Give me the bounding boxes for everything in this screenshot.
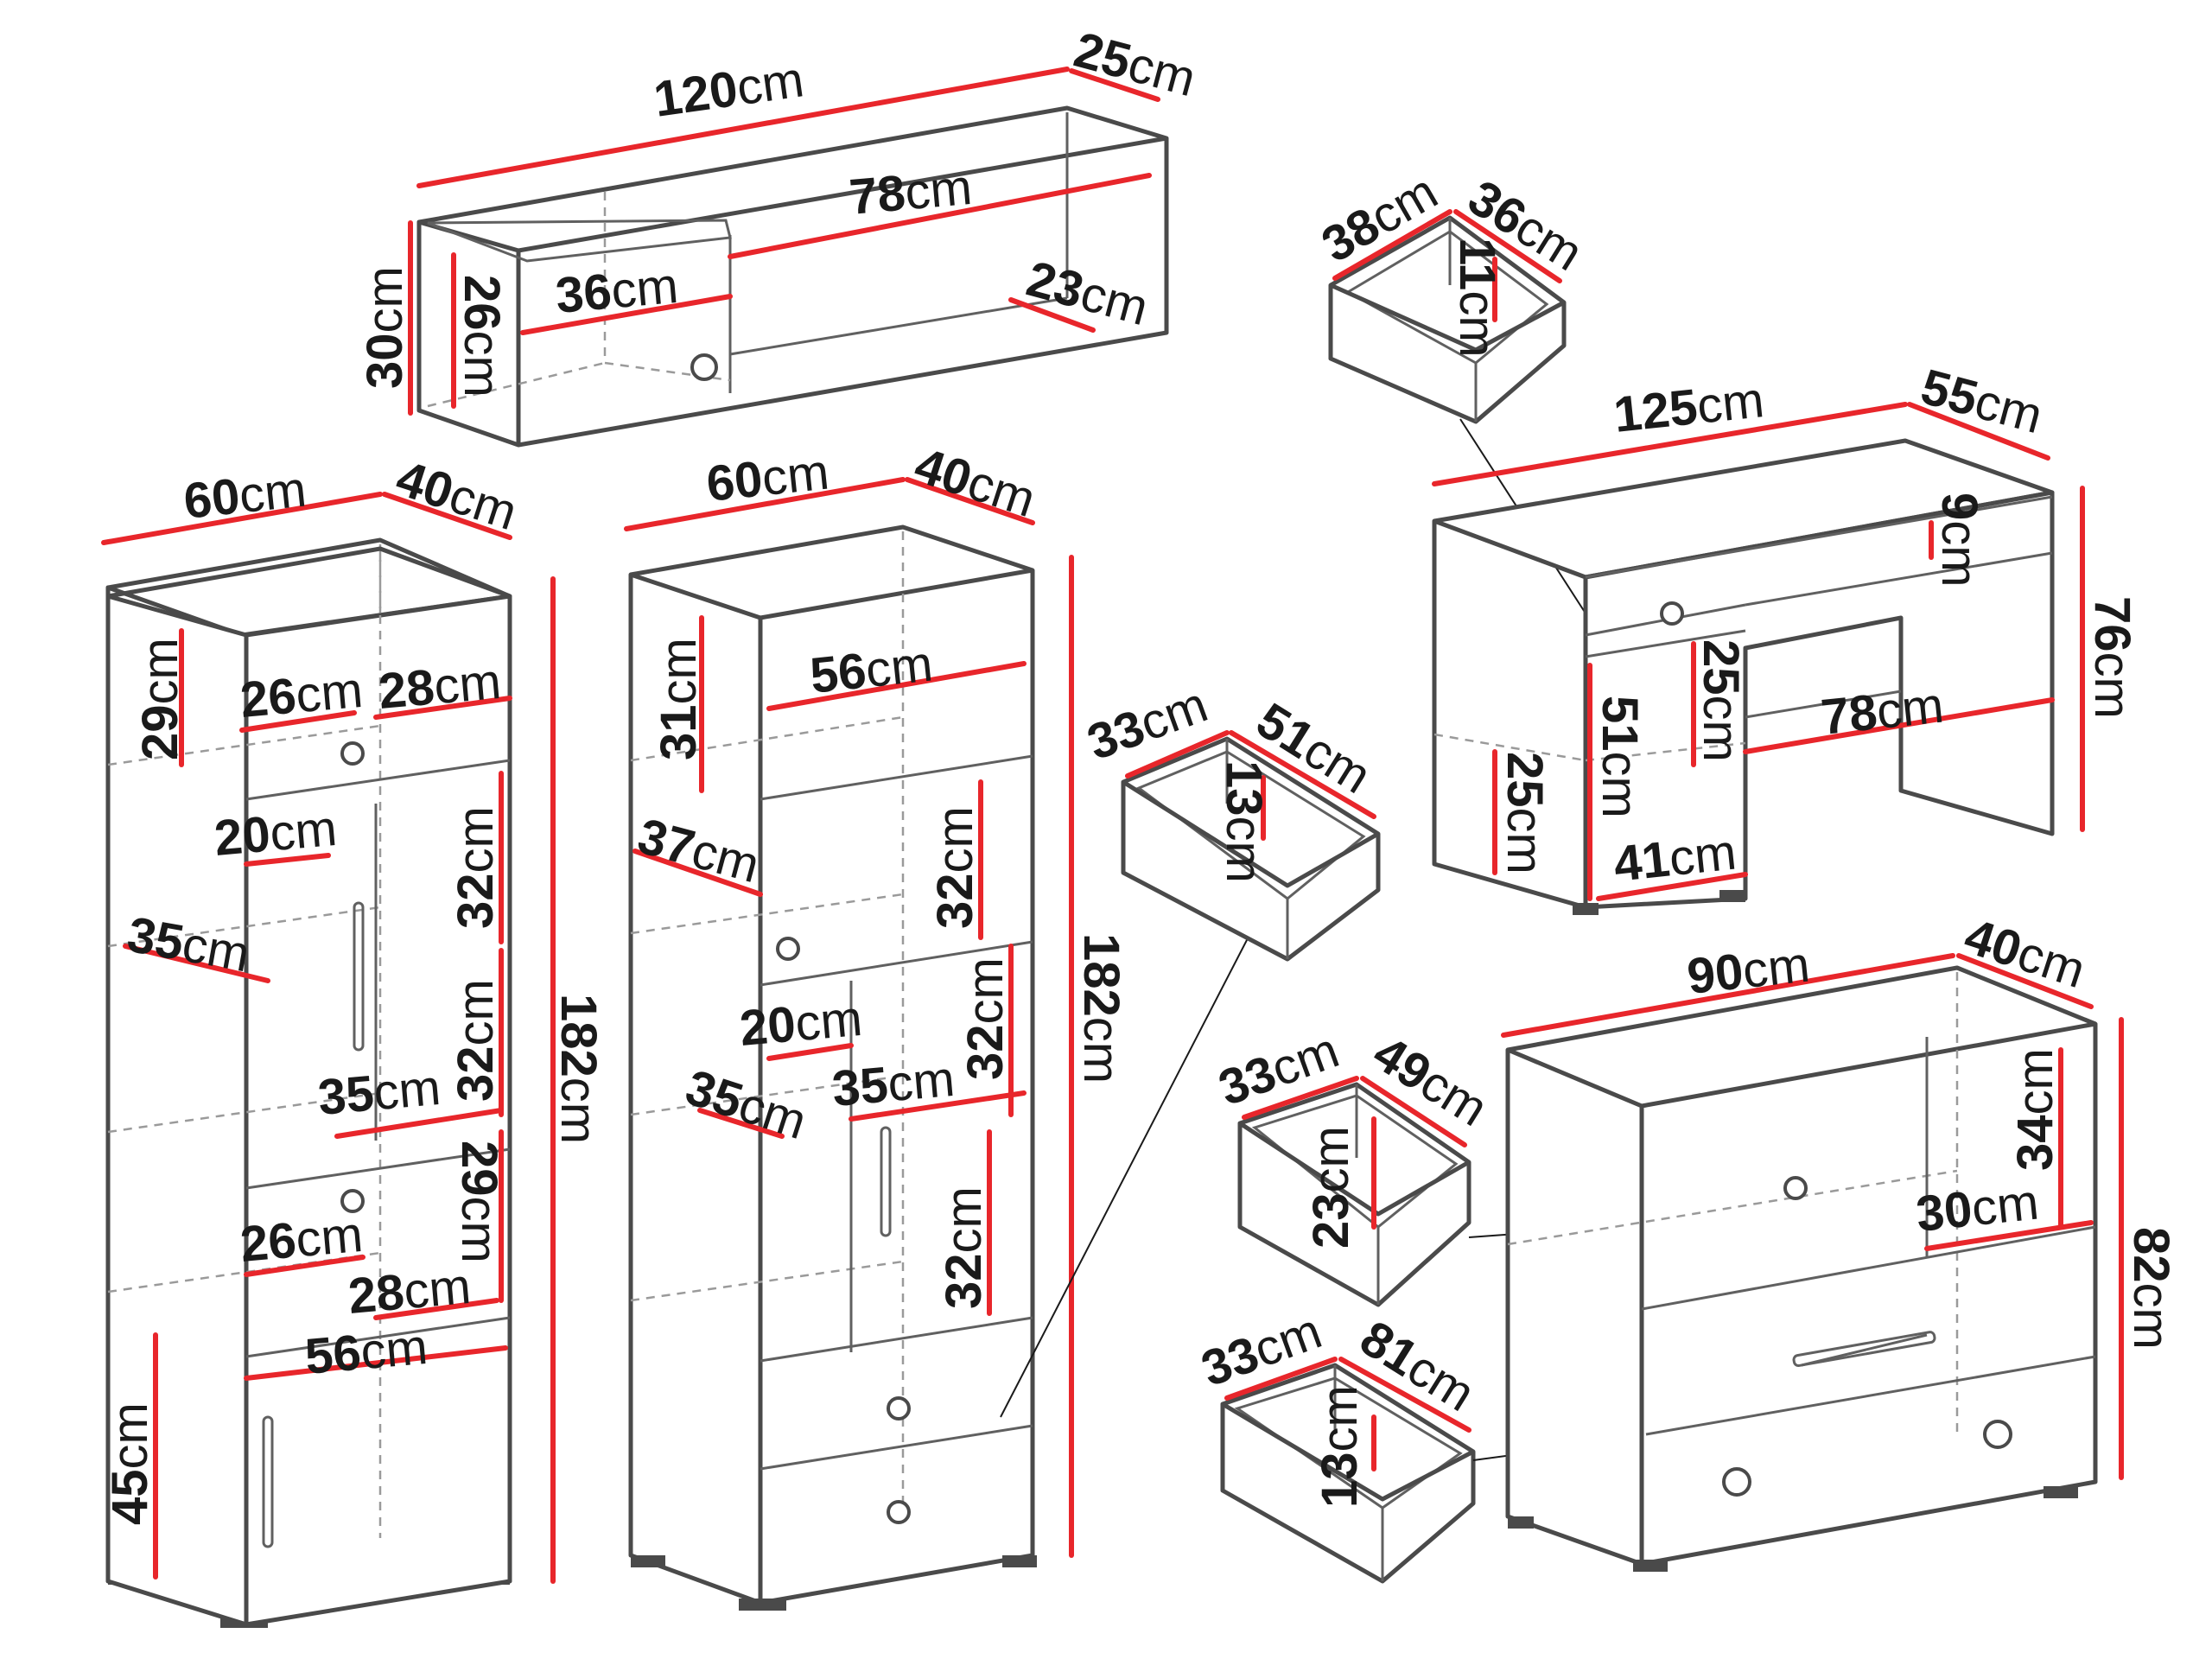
dresser-height-label: 82cm	[2123, 1227, 2179, 1350]
left-bookcase-width-label: 60cm	[181, 461, 309, 529]
desk-dim-51: 51cm	[1592, 696, 1648, 818]
dresser: 90cm 40cm 82cm 34cm 30cm	[1501, 908, 2179, 1572]
dresser-drawer-top-height-label: 23cm	[1303, 1126, 1359, 1249]
left-bookcase-depth-label: 40cm	[390, 450, 524, 542]
bookcase-left: 60cm 40cm 182cm 29cm 26cm 28cm 20cm 32cm…	[101, 450, 607, 1628]
left-bookcase-dim-56: 56cm	[302, 1319, 429, 1385]
right-bookcase-dim-32-a: 32cm	[927, 806, 983, 929]
shelf-inner-height-label: 26cm	[454, 275, 510, 397]
left-bookcase-dim-32-a: 32cm	[448, 806, 504, 929]
desk-dim-25-bottom: 25cm	[1497, 752, 1553, 874]
desk-height-label: 76cm	[2084, 596, 2140, 719]
desk-dim-25-top: 25cm	[1693, 639, 1749, 762]
desk-dim-41: 41cm	[1611, 823, 1739, 892]
left-bookcase-dim-28-bottom: 28cm	[346, 1258, 473, 1325]
right-bookcase-width-label: 60cm	[704, 443, 832, 512]
right-bookcase-dim-35-b: 35cm	[830, 1051, 957, 1117]
left-bookcase-dim-29-right: 29cm	[451, 1141, 507, 1263]
shelf-open-width-label: 78cm	[847, 159, 974, 226]
left-bookcase-dim-26-top: 26cm	[238, 662, 365, 728]
left-bookcase-dim-45: 45cm	[102, 1402, 158, 1525]
left-bookcase-dim-20: 20cm	[212, 800, 339, 867]
right-bookcase-dim-32-b: 32cm	[957, 957, 1014, 1080]
shelf-inner-width-label: 36cm	[553, 257, 680, 324]
left-bookcase-dim-26-bottom: 26cm	[238, 1206, 365, 1273]
bookcase-drawer: 33cm 51cm 13cm	[1080, 677, 1381, 962]
left-bookcase-height-label: 182cm	[550, 994, 607, 1144]
right-bookcase-dim-32-c: 32cm	[936, 1186, 992, 1309]
bookcase-drawer-height-label: 13cm	[1216, 760, 1272, 883]
dresser-depth-label: 40cm	[1958, 908, 2092, 1000]
shelf-width-label: 120cm	[651, 51, 807, 128]
dresser-dim-34: 34cm	[2007, 1048, 2063, 1171]
dresser-drawer-bottom-height-label: 13cm	[1312, 1385, 1368, 1508]
bookcase-right: 60cm 40cm 182cm 31cm 56cm 37cm 32cm 20cm…	[624, 437, 1262, 1611]
shelf-height-label: 30cm	[357, 266, 413, 389]
left-bookcase-dim-35-b: 35cm	[315, 1059, 442, 1126]
desk-dim-78: 78cm	[1819, 677, 1947, 745]
right-bookcase-dim-31: 31cm	[651, 638, 707, 760]
desk-drawer: 38cm 36cm 11cm	[1313, 163, 1598, 632]
left-bookcase-dim-28-top: 28cm	[376, 653, 503, 720]
dresser-width-label: 90cm	[1685, 936, 1813, 1004]
desk-dim-9: 9cm	[1931, 493, 1987, 588]
right-bookcase-dim-20: 20cm	[737, 990, 864, 1057]
right-bookcase-dim-56: 56cm	[808, 635, 936, 703]
dresser-drawer-bottom: 33cm 81cm 13cm	[1194, 1303, 1733, 1584]
right-bookcase-depth-label: 40cm	[908, 437, 1042, 529]
desk-drawer-height-label: 11cm	[1449, 238, 1505, 358]
left-bookcase-dim-35-a: 35cm	[124, 906, 254, 983]
right-bookcase-height-label: 182cm	[1073, 933, 1129, 1084]
left-bookcase-dim-32-b: 32cm	[448, 979, 504, 1102]
left-bookcase-dim-29-top: 29cm	[132, 638, 188, 760]
wall-shelf: 120cm 25cm 30cm 26cm 36cm 78cm 23cm	[357, 22, 1201, 448]
desk: 125cm 55cm 76cm 9cm 25cm 51cm 78cm 25cm …	[1432, 359, 2140, 915]
desk-width-label: 125cm	[1611, 372, 1767, 443]
dresser-dim-30: 30cm	[1914, 1173, 2042, 1242]
